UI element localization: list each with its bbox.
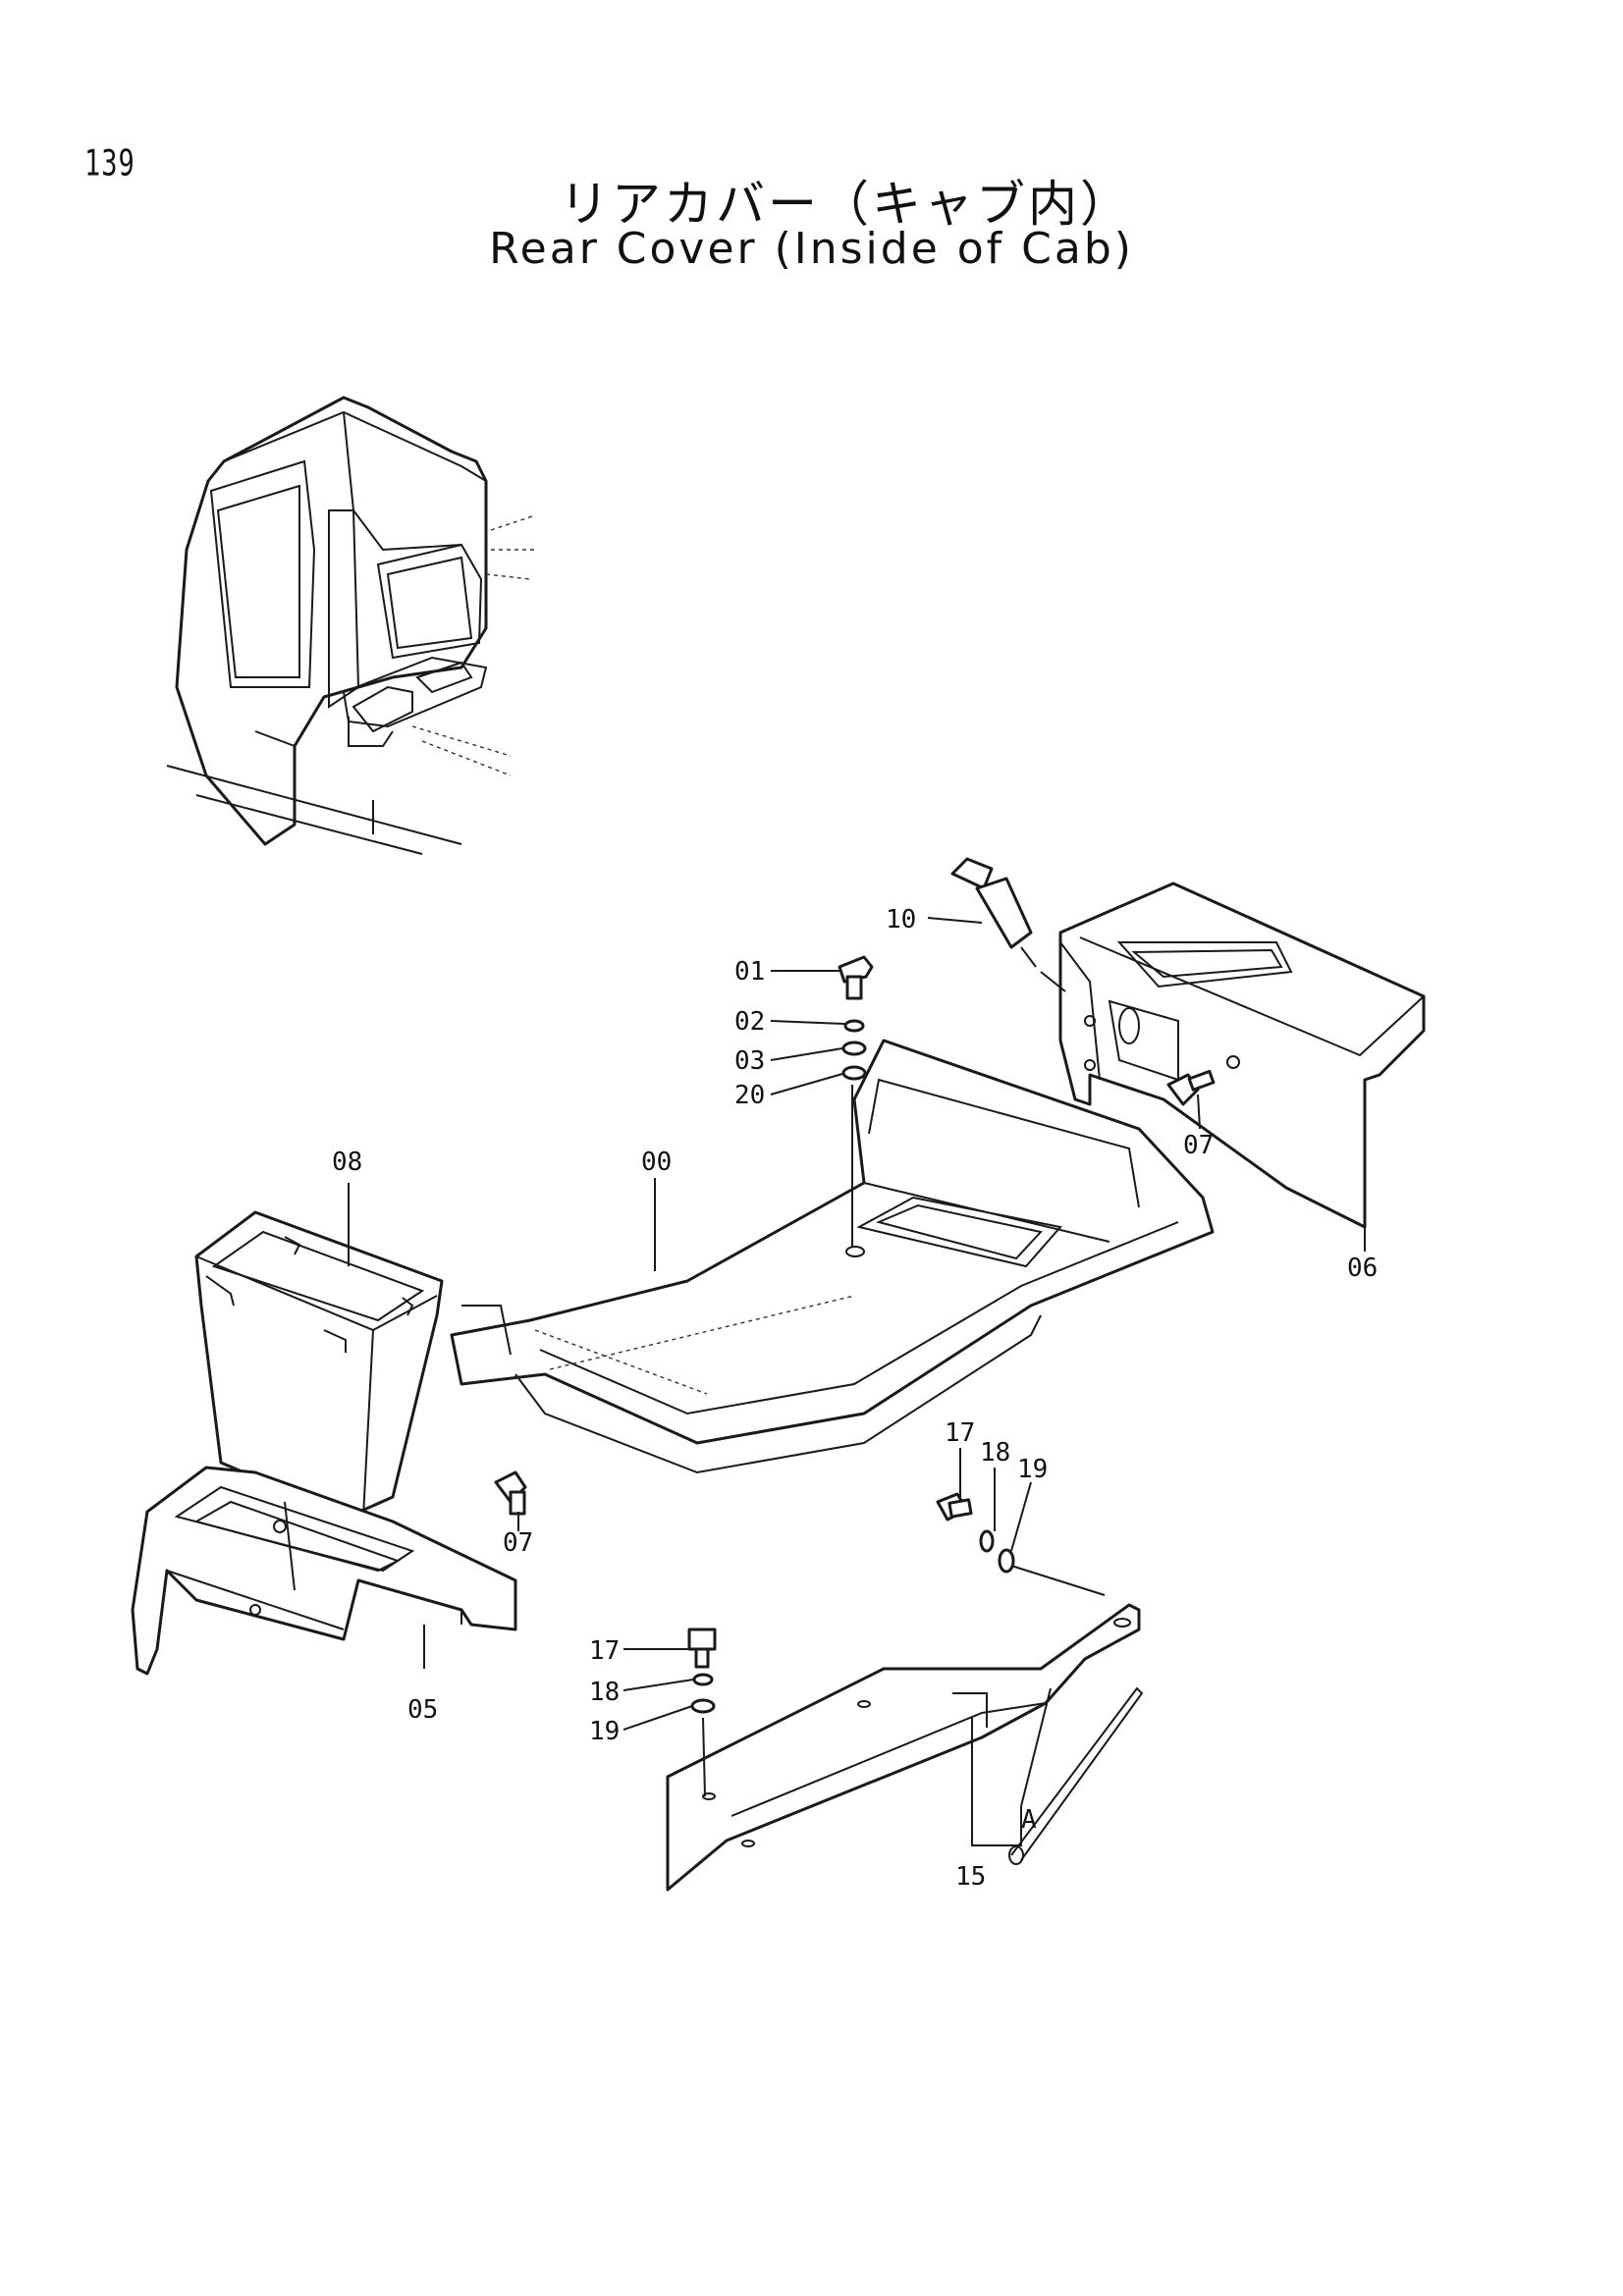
lock-washer-part-02 — [843, 1019, 865, 1033]
washer-part-19-lower — [690, 1698, 716, 1714]
bolt-part-07-right — [1166, 1069, 1216, 1106]
storage-box-part-08 — [194, 1210, 444, 1519]
callout-19-lower: 19 — [589, 1717, 620, 1746]
callout-07-right: 07 — [1183, 1131, 1214, 1160]
bolt-part-01 — [838, 955, 874, 1000]
washer-part-19-upper — [998, 1548, 1015, 1574]
upper-fastener-axis-line — [1010, 1565, 1106, 1596]
callout-19-upper: 19 — [1017, 1455, 1048, 1484]
washer-part-03 — [841, 1041, 867, 1056]
washer-part-20 — [841, 1065, 867, 1081]
callout-A: A — [1021, 1805, 1037, 1835]
callout-17-upper: 17 — [945, 1418, 975, 1448]
callout-06: 06 — [1347, 1254, 1378, 1283]
page-title-english: Rear Cover (Inside of Cab) — [489, 224, 1134, 274]
callout-18-upper: 18 — [980, 1438, 1010, 1468]
callout-08: 08 — [332, 1148, 362, 1177]
callout-20: 20 — [734, 1081, 765, 1110]
callout-17-lower: 17 — [589, 1636, 620, 1666]
callout-00: 00 — [641, 1148, 672, 1177]
callout-10: 10 — [886, 905, 916, 934]
page-number: 139 — [84, 143, 135, 185]
bolt-part-07-left — [494, 1470, 527, 1516]
page-title-japanese: リアカバー（キャブ内） — [560, 176, 1132, 233]
cab-overview-illustration — [166, 396, 538, 855]
leader-lines — [348, 917, 1366, 1846]
callout-01: 01 — [734, 957, 765, 987]
callout-03: 03 — [734, 1046, 765, 1076]
callout-15: 15 — [955, 1862, 986, 1892]
rear-cover-tray-part-00 — [450, 1039, 1215, 1474]
bolt-part-17-lower — [687, 1628, 717, 1669]
right-cover-part-06 — [1058, 881, 1426, 1229]
bolt-part-17-upper — [936, 1492, 973, 1522]
bottom-plate-part-15 — [666, 1603, 1144, 1892]
lock-washer-part-18-upper — [979, 1529, 995, 1553]
callout-05: 05 — [407, 1695, 438, 1725]
callout-18-lower: 18 — [589, 1678, 620, 1707]
callout-02: 02 — [734, 1007, 765, 1037]
lock-pin-part-10 — [950, 857, 1066, 992]
side-bracket-part-05 — [131, 1466, 517, 1676]
lower-fastener-axis-line — [702, 1717, 706, 1797]
lock-washer-part-18-lower — [692, 1673, 714, 1686]
callout-07-left: 07 — [503, 1528, 533, 1558]
